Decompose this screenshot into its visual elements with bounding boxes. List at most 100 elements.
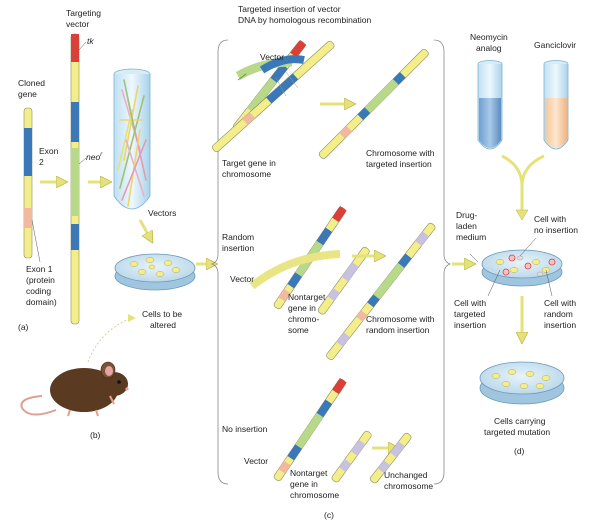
nontarget-gene-chromosome [317, 246, 370, 315]
ganciclovir-tube [543, 60, 569, 150]
tk-label: tk [87, 36, 94, 46]
crossover-lines [275, 71, 299, 97]
target-gene-chromosome [212, 40, 335, 153]
petri-dish-cells-to-alter [114, 253, 196, 291]
exon1-label-3: coding [26, 286, 51, 296]
mouse-ear-inner [105, 366, 113, 376]
panel-d-letter: (d) [514, 446, 525, 456]
cloned-gene [23, 107, 33, 259]
cells-to-alter-label-2: altered [150, 320, 176, 330]
targeted-leader [487, 269, 501, 297]
panel-c: Targeted insertion of vector DNA by homo… [210, 4, 452, 520]
nontarget-label-2: gene in [288, 303, 316, 313]
exon2-label-2: 2 [39, 157, 44, 167]
panel-c-letter: (c) [324, 510, 334, 520]
nontarget-label-3: chromo- [288, 314, 319, 324]
nontarget-label-1: Nontarget [288, 292, 326, 302]
ganciclovir-label: Ganciclovir [534, 40, 576, 50]
neomycin-label-2: analog [476, 43, 502, 53]
tk-leader-line [78, 41, 87, 51]
panel-c-title-1: Targeted insertion of vector [238, 4, 341, 14]
vectors-label: Vectors [148, 208, 176, 218]
cell-random-label-1: Cell with [544, 298, 576, 308]
chromosome-with-targeted-insertion [318, 48, 429, 159]
arrow-mouse-to-dish-head [128, 314, 136, 322]
cell-targeted-label-1: Cell with [454, 298, 486, 308]
cell-random-label-2: random [544, 309, 573, 319]
drug-leader [469, 253, 479, 263]
panel-b-letter: (b) [90, 430, 101, 440]
merge-arrow-left [501, 154, 524, 210]
chrom-targeted-label-2: targeted insertion [366, 159, 432, 169]
unchanged-label-1: Unchanged [384, 470, 428, 480]
exon1-label-1: Exon 1 [26, 264, 53, 274]
mouse-body [50, 368, 118, 412]
arrow-tube-to-dish [138, 219, 150, 238]
cell-targeted-label-3: insertion [454, 320, 486, 330]
target-gene-label-1: Target gene in [222, 158, 276, 168]
nontarget-label-4: some [288, 325, 309, 335]
neo-label: neor [86, 152, 103, 162]
unchanged-label-2: chromosome [384, 481, 433, 491]
targeted-vector-bend [235, 55, 305, 81]
targeting-vector-label-2: vector [66, 19, 89, 29]
panel-c-title-2: DNA by homologous recombination [238, 15, 372, 25]
panel-a-letter: (a) [18, 322, 29, 332]
noins-nontarget-chromosome [331, 430, 372, 483]
exon1-label-2: (protein [26, 275, 55, 285]
noins-nontarget-label-2: gene in [290, 479, 318, 489]
cell-targeted-label-2: targeted [454, 309, 485, 319]
cell-no-insertion-label-1: Cell with [534, 214, 566, 224]
neomycin-tube [477, 60, 503, 150]
left-bracket [210, 39, 229, 485]
right-bracket [433, 39, 452, 485]
exon1-leader-line [31, 219, 41, 263]
mouse-tail [20, 395, 57, 416]
unchanged-chromosome [369, 432, 412, 484]
drug-medium-label-3: medium [456, 232, 486, 242]
random-leader [545, 269, 553, 297]
noins-nontarget-label-3: chromosome [290, 490, 339, 500]
merge-arrow-right [520, 154, 545, 187]
panel-a: Cloned gene Exon 2 Exon 1 (protein codin… [18, 8, 196, 363]
noins-leader [519, 237, 537, 257]
arrow-mouse-to-dish [87, 317, 133, 363]
cloned-gene-label-2: gene [18, 89, 37, 99]
mouse-feet [67, 395, 115, 417]
cell-random-label-3: insertion [544, 320, 576, 330]
cells-to-alter-label-1: Cells to be [142, 309, 182, 319]
selected-cells-dish [479, 361, 565, 405]
noins-nontarget-label-1: Nontarget [290, 468, 328, 478]
random-vector-label: Vector [230, 274, 254, 284]
target-gene-label-2: chromosome [222, 169, 271, 179]
mouse-eye [117, 380, 121, 384]
cell-no-insertion-label-2: no insertion [534, 225, 578, 235]
drug-medium-label-1: Drug- [456, 210, 477, 220]
targeting-vector [70, 33, 80, 325]
chrom-random-label-1: Chromosome with [366, 314, 435, 324]
chrom-random-label-2: random insertion [366, 325, 430, 335]
no-insertion-label: No insertion [222, 424, 268, 434]
drug-dish [481, 249, 563, 287]
noins-vector-strand [273, 378, 347, 482]
panel-b-mouse: (b) [20, 361, 129, 440]
exon2-label-1: Exon [39, 146, 59, 156]
drug-medium-label-2: laden [456, 221, 477, 231]
random-vector-loop [249, 250, 341, 290]
noins-vector-label: Vector [244, 456, 268, 466]
cells-carrying-label-1: Cells carrying [494, 416, 546, 426]
neomycin-label-1: Neomycin [470, 32, 508, 42]
panel-d: Neomycin analog Ganciclovir Drug- laden … [454, 32, 578, 456]
mouse-nose [125, 387, 129, 391]
chrom-targeted-label-1: Chromosome with [366, 148, 435, 158]
random-insertion-label-2: insertion [222, 243, 254, 253]
chromosome-with-random-insertion [326, 222, 436, 360]
targeting-vector-label-1: Targeting [66, 8, 101, 18]
targeted-vector-label: Vector [260, 52, 284, 62]
random-insertion-label-1: Random [222, 232, 254, 242]
test-tube-vectors [113, 68, 151, 210]
cloned-gene-label-1: Cloned [18, 78, 45, 88]
neo-leader-line [78, 157, 87, 165]
cells-carrying-label-2: targeted mutation [484, 427, 550, 437]
